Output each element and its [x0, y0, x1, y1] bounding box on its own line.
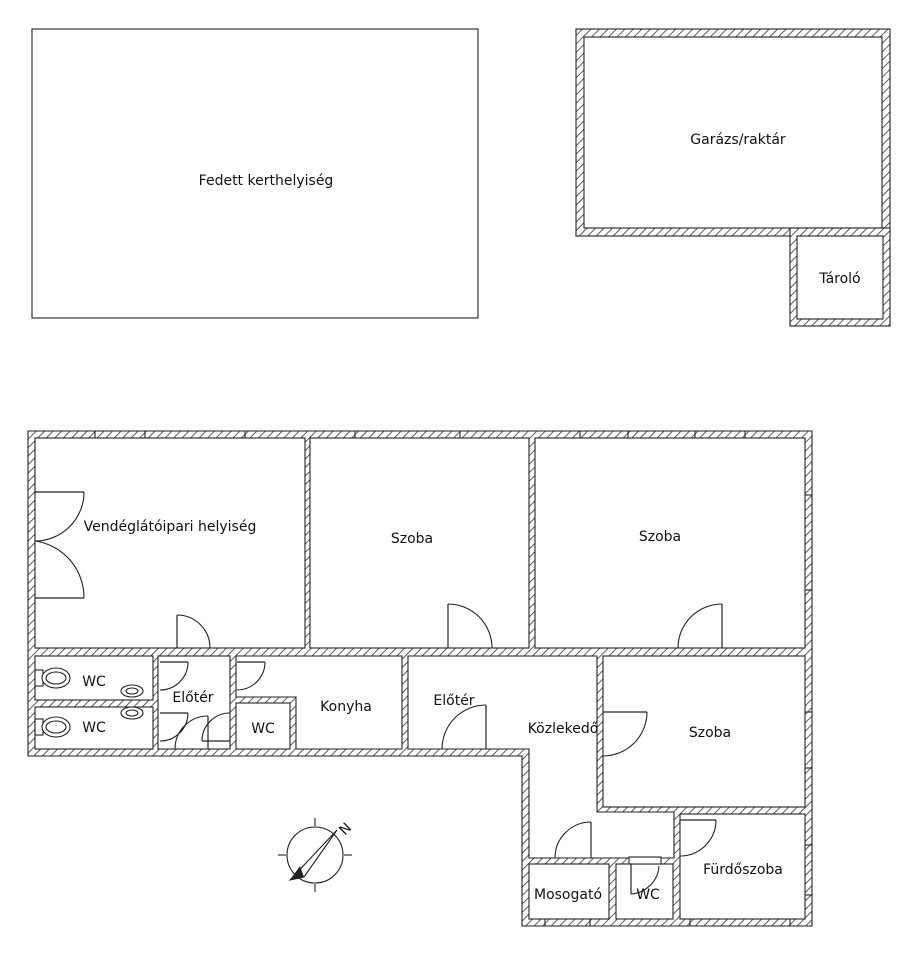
konyha-label: Konyha — [320, 699, 372, 715]
eloter-1-room — [157, 655, 231, 750]
furdoszoba-room — [679, 813, 806, 920]
sink-icon — [120, 684, 144, 720]
garazs-raktar-room — [575, 28, 891, 327]
vendeglatoipari-label: Vendéglátóipari helyiség — [84, 519, 257, 535]
sanitary-fixtures — [34, 667, 144, 738]
eloter-2-label: Előtér — [433, 693, 474, 709]
vendeglatoipari-room — [34, 437, 306, 649]
north-label: N — [336, 820, 355, 839]
wc-2-label: WC — [82, 720, 106, 736]
szoba-1-label: Szoba — [391, 531, 433, 547]
fedett-kerthelyiseg-label: Fedett kerthelyiség — [199, 173, 334, 189]
szoba-1-room — [309, 437, 530, 649]
main-building — [27, 430, 813, 927]
wc-3-label: WC — [251, 721, 275, 737]
szoba-3-room — [602, 655, 806, 808]
konyha-room — [235, 655, 403, 750]
szoba-3-label: Szoba — [689, 725, 731, 741]
wc-3-room — [235, 702, 291, 750]
fedett-kerthelyiseg-area — [31, 28, 479, 319]
tarolo-label: Tároló — [818, 271, 860, 287]
furdoszoba-label: Fürdőszoba — [703, 862, 783, 878]
mosogato-room — [528, 863, 610, 920]
toilet-icon — [34, 667, 71, 689]
doors — [34, 491, 723, 895]
kozlekedo-label: Közlekedő — [528, 721, 599, 737]
wc-1-label: WC — [82, 674, 106, 690]
wc-4-label: WC — [636, 887, 660, 903]
toilet-icon — [34, 716, 71, 738]
mosogato-label: Mosogató — [534, 887, 602, 903]
garazs-raktar-label: Garázs/raktár — [690, 132, 786, 148]
compass-icon: N — [278, 818, 355, 892]
eloter-1-label: Előtér — [172, 690, 213, 706]
szoba-2-room — [534, 437, 806, 649]
szoba-2-label: Szoba — [639, 529, 681, 545]
